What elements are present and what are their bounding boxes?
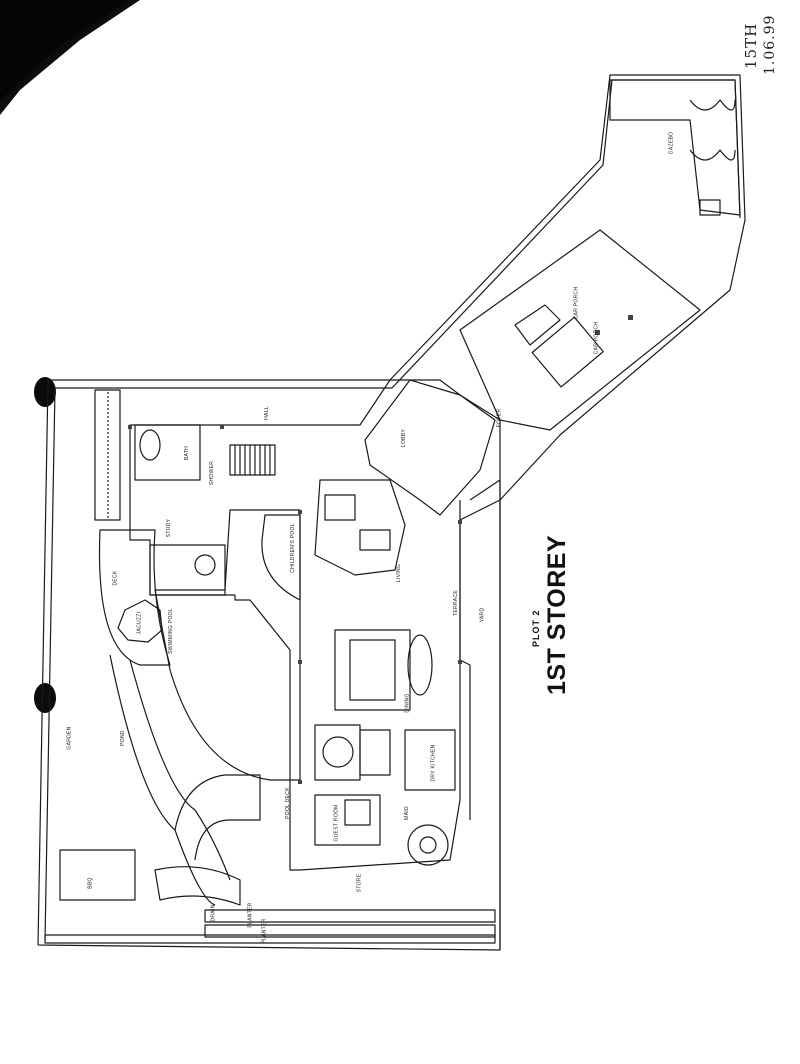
- label-terrace: TERRACE: [453, 590, 459, 616]
- terrace-edge: [459, 500, 471, 820]
- label-garden: GARDEN: [66, 726, 73, 750]
- car: [514, 304, 561, 346]
- label-living: LIVING: [396, 563, 403, 583]
- childrens-pool: [261, 514, 301, 601]
- dining-room: [334, 629, 411, 711]
- pond-inner: [129, 659, 231, 881]
- label-foyer: FOYER: [496, 408, 503, 428]
- plot-label: PLOT 2: [531, 609, 541, 647]
- label-pond: POND: [119, 730, 126, 746]
- label-dining: DINING: [404, 693, 411, 713]
- bbq-structure: [59, 849, 136, 901]
- label-pool-deck: POOL DECK: [284, 787, 291, 819]
- label-lobby: LOBBY: [401, 428, 408, 448]
- deck-curve: [98, 529, 171, 666]
- dry-kitchen: [404, 729, 456, 791]
- planter-strip-1: [204, 909, 496, 923]
- stairs-secondary: [359, 729, 391, 776]
- label-planter-2: PLANTER: [261, 918, 268, 944]
- yard-edge: [469, 479, 501, 950]
- label-car-porch-1: CAR PORCH: [573, 286, 580, 320]
- label-shower: SHOWER: [209, 460, 216, 486]
- planter-strip-2: [204, 924, 496, 938]
- label-yard: YARD: [479, 607, 486, 623]
- living-room: [314, 479, 406, 576]
- binder-hole-bottom: [34, 683, 56, 713]
- drain-strip: [44, 934, 496, 944]
- garden-wall: [94, 389, 121, 521]
- label-maid: MAID: [403, 806, 410, 820]
- jacuzzi-octagon: [117, 599, 163, 643]
- label-hall: HALL: [263, 406, 270, 420]
- scan-corner-shadow: [0, 0, 140, 115]
- label-swimming-pool: SWIMMING POOL: [167, 608, 174, 654]
- label-gazebo: GAZEBO: [668, 131, 675, 155]
- drawing-title: 1ST STOREY: [543, 534, 571, 695]
- label-deck: DECK: [112, 570, 119, 586]
- dining-planter: [407, 634, 433, 696]
- binder-hole-top: [34, 377, 56, 407]
- column-markers: [128, 315, 633, 784]
- steps-curved: [154, 866, 241, 906]
- label-bbq: BBQ: [87, 877, 94, 889]
- drawing-title-block: PLOT 2 1ST STOREY: [525, 505, 585, 705]
- label-study: STUDY: [166, 518, 173, 538]
- label-drain: DRAIN: [210, 904, 217, 922]
- bathroom: [134, 424, 201, 481]
- label-dry-kitchen: DRY KITCHEN: [430, 744, 437, 782]
- pond-outer: [109, 654, 216, 906]
- swimming-pool: [154, 509, 301, 781]
- label-store: STORE: [356, 873, 363, 893]
- label-car-porch-2: CAR PORCH: [593, 321, 600, 355]
- spiral-stair: [407, 824, 449, 866]
- label-planter-1: PLANTER: [247, 902, 254, 928]
- pond-bridge: [174, 774, 261, 861]
- site-boundary: [37, 74, 746, 951]
- car-porch: [459, 229, 701, 431]
- label-childrens-pool: CHILDREN'S POOL: [289, 523, 296, 573]
- guest-room: [314, 794, 381, 846]
- label-guest-room: GUEST ROOM: [333, 804, 340, 842]
- stairs-main: [229, 444, 276, 476]
- study-room: [149, 544, 226, 596]
- label-bath: BATH: [184, 445, 191, 461]
- car-porch-pad: [531, 316, 604, 388]
- label-jacuzzi: JACUZZI: [136, 611, 143, 635]
- lobby-polygon: [364, 379, 496, 516]
- site-boundary-inner: [44, 79, 741, 941]
